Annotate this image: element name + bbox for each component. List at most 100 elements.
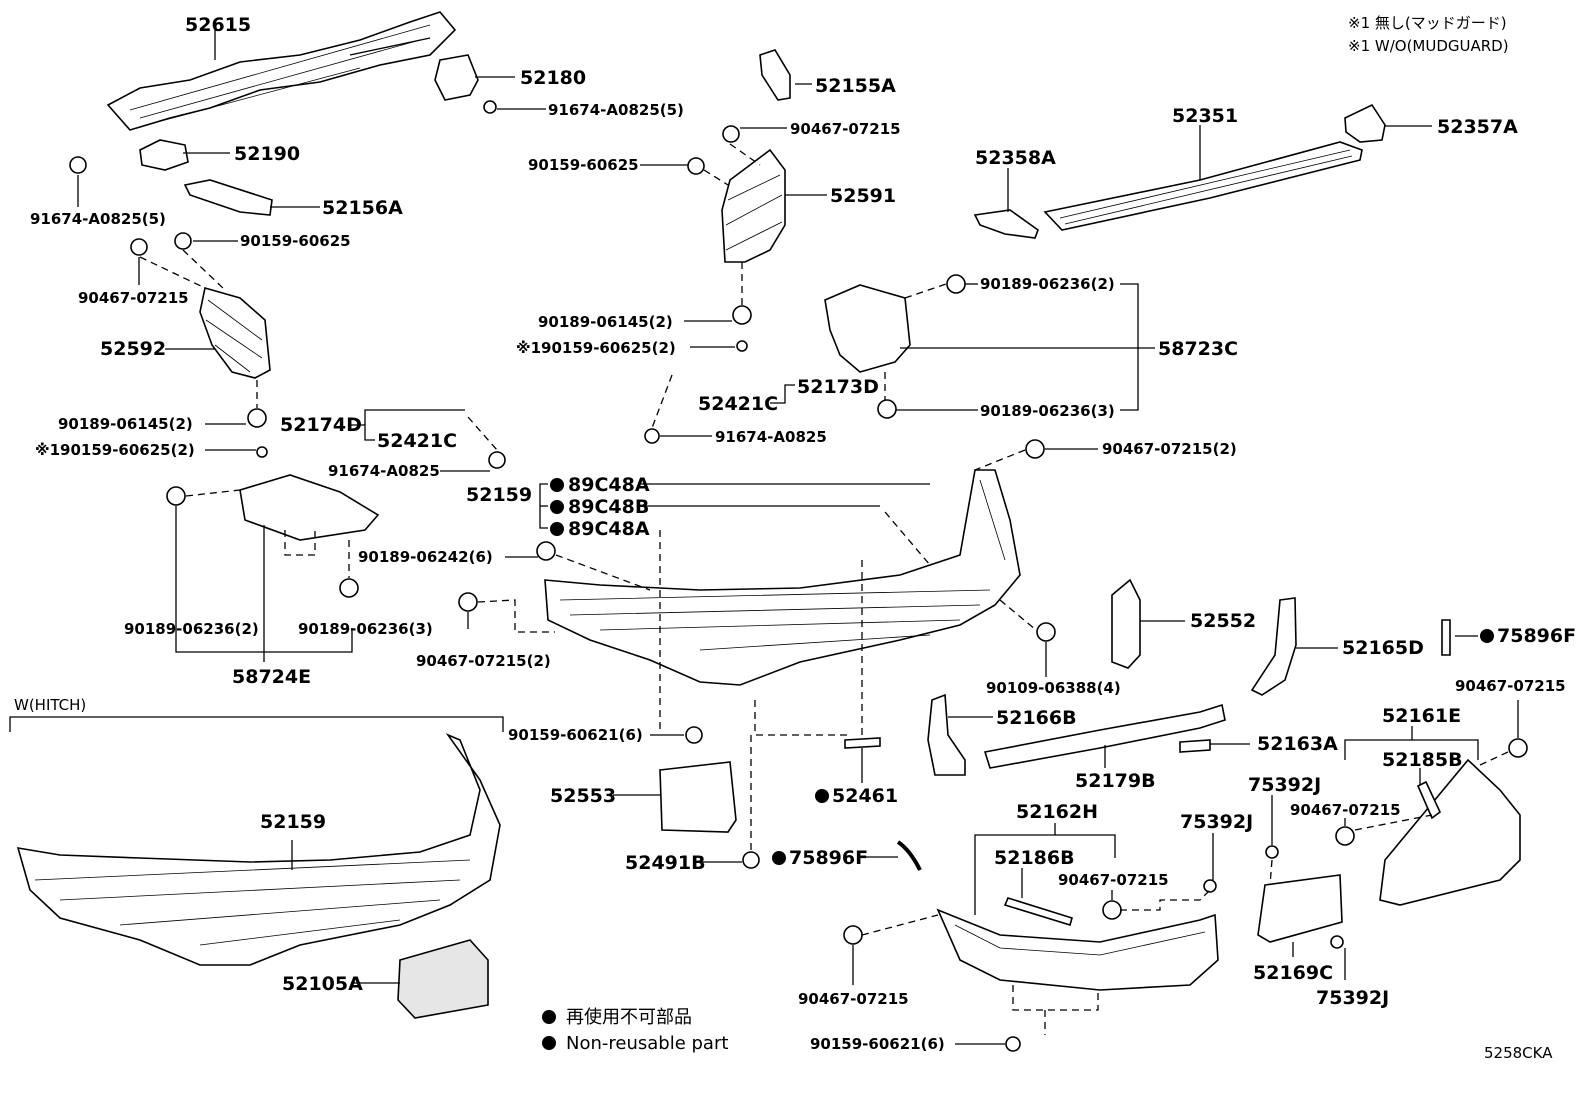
label-52180: 52180: [520, 67, 586, 89]
label-58723C: 58723C: [1158, 338, 1238, 360]
label-90189-06145-2-b: 90189-06145(2): [538, 313, 673, 331]
part-52156A-shape: [183, 179, 273, 216]
part-58724E-shape: [239, 474, 380, 541]
part-75896F-a-shape: [1441, 619, 1451, 656]
label-52159-a: 52159: [466, 484, 532, 506]
part-52615-shape: [106, 11, 457, 131]
label-52162H: 52162H: [1016, 801, 1098, 823]
label-90159-60621-6-a: 90159-60621(6): [508, 726, 643, 744]
part-52159-main-shape: [544, 469, 1021, 686]
non-reusable-dot: [1480, 629, 1494, 643]
label-52155A: 52155A: [815, 75, 896, 97]
label-52173D: 52173D: [797, 376, 879, 398]
part-58723C-shape: [824, 284, 911, 373]
label-90189-06236-3-a: 90189-06236(3): [298, 620, 433, 638]
label-89C48A-2: 89C48A: [568, 518, 650, 540]
label-52592: 52592: [100, 338, 166, 360]
part-52159-hitch-shape: [16, 733, 501, 966]
label-89C48A-1: 89C48A: [568, 474, 650, 496]
label-91674-A0825-d: 91674-A0825: [715, 428, 827, 446]
label-90189-06145-2-a: 90189-06145(2): [58, 415, 193, 433]
label-90159-60625-2-a: ※190159-60625(2): [35, 441, 195, 459]
label-52163A: 52163A: [1257, 733, 1338, 755]
part-52186B-shape: [1003, 897, 1073, 927]
label-52591: 52591: [830, 185, 896, 207]
label-90467-07215-f: 90467-07215: [798, 990, 909, 1008]
fastener-shapes: [69, 100, 1528, 1052]
label-90159-60621-6-b: 90159-60621(6): [810, 1035, 945, 1053]
label-52161E: 52161E: [1382, 705, 1461, 727]
legend-dot-jp: [542, 1010, 556, 1024]
label-90109-06388-4: 90109-06388(4): [986, 679, 1121, 697]
label-52461: 52461: [832, 785, 898, 807]
part-75896F-b-shape: [896, 840, 922, 871]
label-75896F-a: 75896F: [1497, 625, 1576, 647]
label-90159-60625-2-b: ※190159-60625(2): [516, 339, 676, 357]
label-75392J-b: 75392J: [1180, 811, 1253, 833]
note-jp: ※1 無し(マッドガード): [1348, 14, 1507, 32]
label-90467-07215-a: 90467-07215: [78, 289, 189, 307]
non-reusable-dot: [550, 478, 564, 492]
legend-jp: 再使用不可部品: [566, 1007, 692, 1028]
label-90467-07215-2-a: 90467-07215(2): [416, 652, 551, 670]
label-90467-07215-e: 90467-07215: [1058, 871, 1169, 889]
label-52358A: 52358A: [975, 147, 1056, 169]
part-52180-shape: [434, 54, 479, 101]
label-52186B: 52186B: [994, 847, 1075, 869]
label-52166B: 52166B: [996, 707, 1077, 729]
label-91674-A0825-c: 91674-A0825: [328, 462, 440, 480]
part-52155A-shape: [759, 49, 791, 101]
label-52553: 52553: [550, 785, 616, 807]
label-52351: 52351: [1172, 105, 1238, 127]
label-90189-06242-6: 90189-06242(6): [358, 548, 493, 566]
label-52169C: 52169C: [1253, 962, 1333, 984]
figure-code: 5258CKA: [1484, 1044, 1553, 1062]
label-90467-07215-c: 90467-07215: [1455, 677, 1566, 695]
part-52357A-shape: [1344, 103, 1386, 143]
part-52166B-shape: [927, 693, 966, 776]
label-52357A: 52357A: [1437, 116, 1518, 138]
part-52552-shape: [1111, 578, 1141, 669]
label-90159-60625-b: 90159-60625: [528, 156, 639, 174]
part-52185B-shape: [1416, 780, 1441, 820]
non-reusable-dot: [550, 522, 564, 536]
label-52165D: 52165D: [1342, 637, 1424, 659]
part-52179B-shape: [983, 703, 1226, 769]
label-90189-06236-3-b: 90189-06236(3): [980, 402, 1115, 420]
legend-en: Non-reusable part: [566, 1033, 728, 1054]
label-91674-A0825-5-a: 91674-A0825(5): [548, 101, 684, 119]
label-52552: 52552: [1190, 610, 1256, 632]
non-reusable-dot: [772, 851, 786, 865]
label-75392J-c: 75392J: [1316, 987, 1389, 1009]
label-90467-07215-2-b: 90467-07215(2): [1102, 440, 1237, 458]
label-52491B: 52491B: [625, 852, 706, 874]
label-89C48B: 89C48B: [568, 496, 649, 518]
label-52159-b: 52159: [260, 811, 326, 833]
part-52591-shape: [721, 148, 786, 263]
note-en: ※1 W/O(MUDGUARD): [1348, 37, 1509, 55]
dashed-lines: [139, 143, 1509, 1035]
part-52163A-shape: [1179, 739, 1211, 753]
part-52165D-shape: [1250, 597, 1297, 696]
part-52358A-shape: [973, 209, 1039, 239]
part-52169C-shape: [1257, 874, 1343, 943]
non-reusable-dot: [550, 500, 564, 514]
label-90189-06236-2-b: 90189-06236(2): [980, 275, 1115, 293]
part-52161E-shape: [1379, 758, 1521, 906]
label-58724E: 58724E: [232, 666, 311, 688]
section-hitch-label: W(HITCH): [14, 696, 86, 714]
part-52351-shape: [1043, 141, 1363, 231]
label-52174D: 52174D: [280, 414, 362, 436]
part-52592-shape: [199, 286, 271, 379]
label-52105A: 52105A: [282, 973, 363, 995]
label-52156A: 52156A: [322, 197, 403, 219]
label-52190: 52190: [234, 143, 300, 165]
label-52185B: 52185B: [1382, 749, 1463, 771]
part-52105A-shape: [397, 939, 489, 1019]
part-52162H-shape: [936, 908, 1219, 991]
label-90189-06236-2-a: 90189-06236(2): [124, 620, 259, 638]
legend-dot-en: [542, 1036, 556, 1050]
label-52615: 52615: [185, 14, 251, 36]
label-90467-07215-b: 90467-07215: [790, 120, 901, 138]
